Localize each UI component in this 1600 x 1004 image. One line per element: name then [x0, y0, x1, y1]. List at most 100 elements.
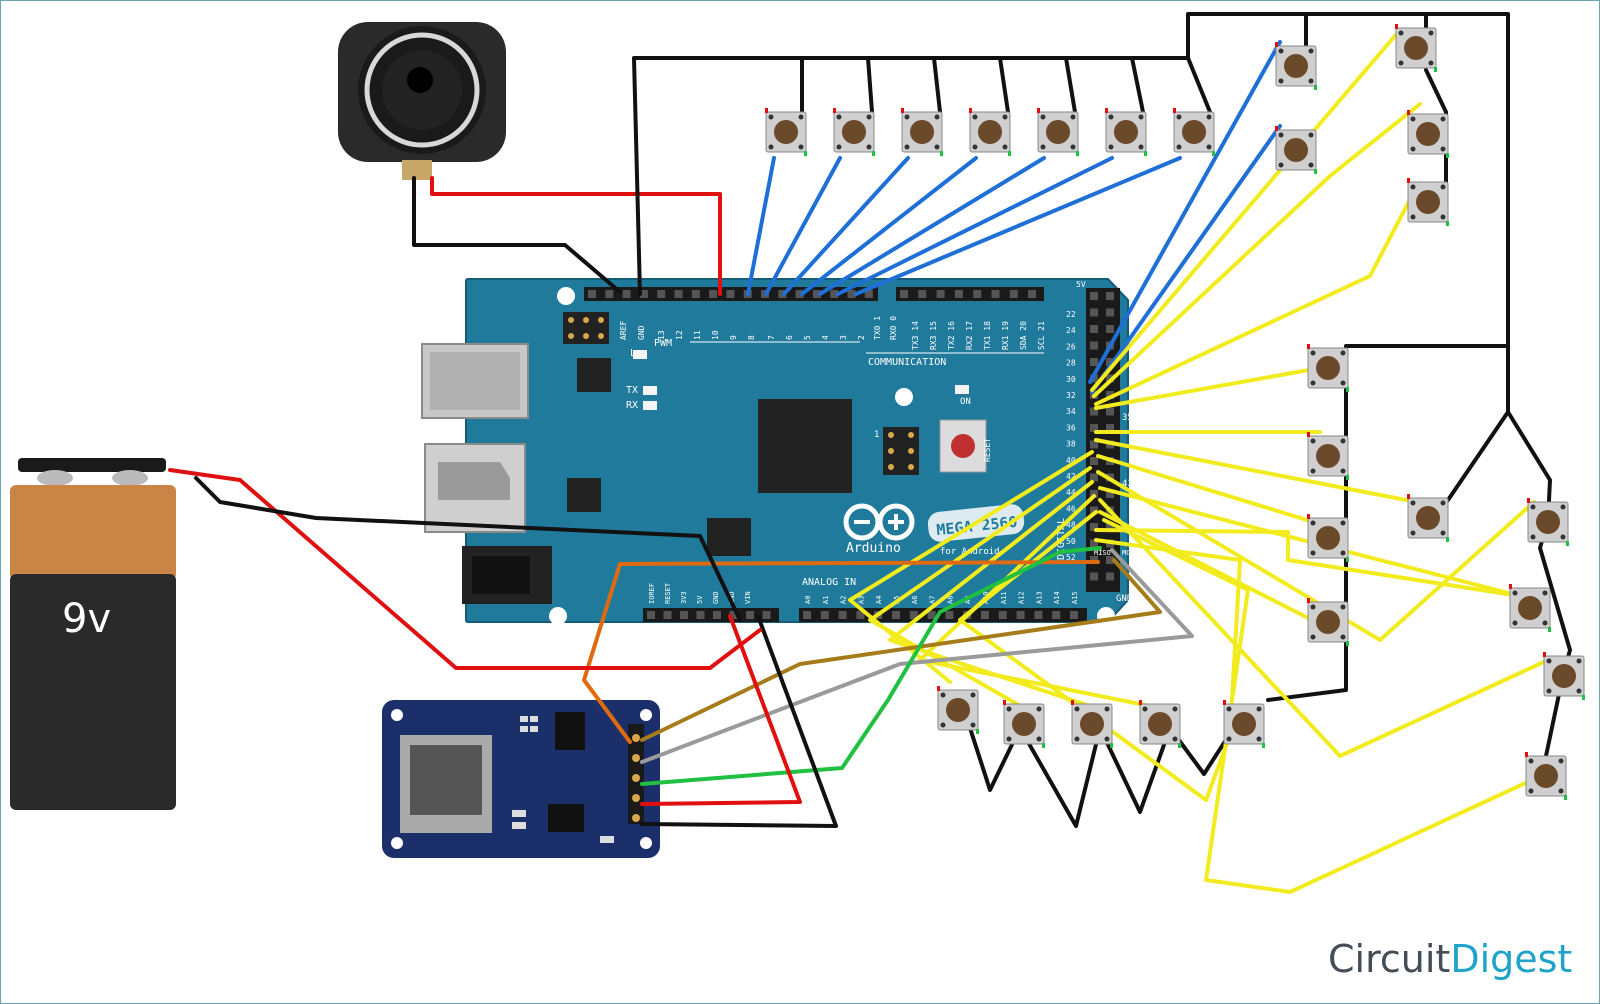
wire-sd-gnd — [640, 614, 838, 828]
header-pin — [1009, 290, 1018, 298]
header-pin — [691, 290, 700, 298]
header-comm — [896, 287, 1044, 301]
push-button — [765, 108, 807, 156]
wire-speaker-black — [412, 176, 622, 294]
power-pin-label: 5V — [696, 595, 704, 604]
push-button — [1509, 584, 1551, 632]
miso-label: MISO — [1094, 549, 1111, 557]
top-pin-label: 4 — [821, 335, 830, 340]
digital-pin-label: 46 — [1066, 504, 1076, 513]
header-pin — [1090, 473, 1098, 482]
led-rx-label: RX — [626, 400, 638, 411]
header-pin — [726, 290, 735, 298]
digital-pin-label: 52 — [1066, 553, 1076, 562]
header-pin — [674, 290, 683, 298]
header-pin — [1106, 424, 1114, 432]
digital-pin-label: 48 — [1066, 521, 1076, 530]
usb-chip — [577, 358, 611, 392]
power-pin-label: GND — [728, 591, 736, 604]
reset-label: RESET — [983, 438, 992, 462]
wire-gnd-stub — [932, 56, 942, 114]
header-pin — [1028, 290, 1037, 298]
header-pin — [1090, 292, 1098, 300]
5v-label: 5V — [1076, 280, 1086, 289]
push-button — [1223, 700, 1265, 748]
wires — [168, 12, 1572, 894]
header-pin — [991, 290, 1000, 298]
icsp-pin1-label: 1 — [874, 430, 879, 440]
header-pin — [709, 290, 718, 298]
sd-chip — [555, 712, 585, 750]
header-pin — [900, 290, 908, 298]
mcu-chip — [758, 399, 852, 493]
header-pin — [588, 290, 596, 298]
reset-button-cap — [951, 434, 975, 458]
wire-gnd-stub — [998, 56, 1010, 114]
header-pin — [657, 290, 666, 298]
power-pin-label: IOREF — [648, 583, 656, 604]
analog-label: ANALOG IN — [802, 577, 856, 588]
top-pin-label: GND — [637, 325, 646, 340]
battery-clip — [18, 458, 166, 472]
top-pin-label: TX2 16 — [947, 321, 956, 350]
header-pin — [954, 290, 963, 298]
top-pin-label: 2 — [857, 335, 866, 340]
digital-pin-label: 24 — [1066, 326, 1076, 335]
mounting-hole — [895, 388, 913, 406]
analog-pin-label: A4 — [875, 596, 883, 604]
push-button — [1407, 110, 1449, 158]
arduino-mega-board: L TX RX ON RESET 1 PWM COMMUNICATION ARE… — [421, 278, 1139, 625]
header-pin — [1090, 506, 1098, 515]
header-pin — [909, 611, 918, 619]
brand-part2: Digest — [1450, 937, 1572, 981]
digital-pin-label: 42 — [1066, 472, 1076, 481]
header-pin — [729, 611, 738, 619]
push-button — [1173, 108, 1215, 156]
digital-pin-label: 32 — [1066, 391, 1076, 400]
top-pin-label: 13 — [657, 330, 666, 340]
analog-pin-label: A7 — [929, 596, 937, 604]
usb-b-inner — [430, 352, 520, 410]
top-pin-label: 6 — [785, 335, 794, 340]
header-pin — [1106, 308, 1114, 317]
top-pin-label: RX0 0 — [889, 316, 898, 340]
header-pin — [1090, 539, 1098, 548]
led-l — [633, 350, 647, 359]
push-button — [1525, 752, 1567, 800]
push-button — [1527, 498, 1569, 546]
digital-pin-label: 34 — [1066, 407, 1076, 416]
header-pin — [1090, 440, 1098, 449]
header-pin — [1052, 611, 1061, 619]
header-pin — [927, 611, 936, 619]
header-pin — [1106, 358, 1114, 366]
header-pin — [639, 290, 648, 298]
header-pin — [1106, 490, 1114, 498]
push-button — [1275, 42, 1317, 90]
push-button — [1003, 700, 1045, 748]
wire-battery-black — [194, 476, 742, 622]
analog-pin-label: A12 — [1018, 591, 1026, 604]
header-pin — [936, 290, 945, 298]
sd-card-module — [382, 700, 660, 858]
power-pin-label: RESET — [664, 582, 672, 604]
pin-43-label: 43 — [1122, 479, 1133, 489]
power-pin-label: GND — [712, 591, 720, 604]
header-pin — [696, 611, 705, 619]
pwm-label: PWM — [654, 338, 672, 349]
analog-pin-label: A11 — [1000, 591, 1008, 604]
digital-pin-label: 26 — [1066, 342, 1076, 351]
battery-body — [10, 574, 176, 810]
header-pin — [762, 611, 771, 619]
push-button — [1071, 700, 1113, 748]
analog-pin-label: A13 — [1035, 591, 1043, 604]
header-pin — [1090, 424, 1098, 432]
wire-sd-green — [640, 546, 1102, 786]
power-pin-label: 3V3 — [680, 591, 688, 604]
led-l-label: L — [630, 348, 636, 359]
wire-battery-red — [168, 468, 762, 670]
header-pin — [820, 611, 829, 619]
top-pin-label: 8 — [747, 335, 756, 340]
digital-pin-label: 38 — [1066, 440, 1076, 449]
